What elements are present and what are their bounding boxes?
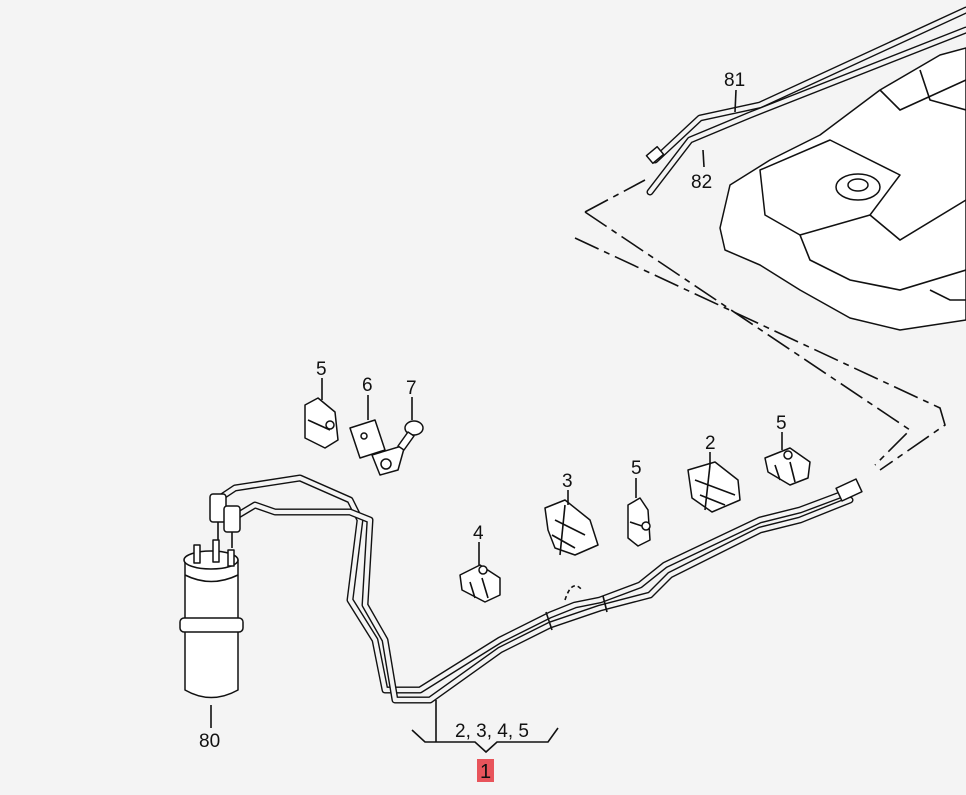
callout-4[interactable]: 4: [473, 523, 484, 544]
leader-lines: [210, 89, 783, 754]
callout-3[interactable]: 3: [562, 471, 573, 492]
clip-5-left[interactable]: [304, 397, 339, 449]
clip-5-middle[interactable]: [627, 497, 651, 547]
callout-80[interactable]: 80: [199, 731, 220, 752]
callout-group: 2, 3, 4, 5: [455, 721, 529, 742]
callout-5-middle[interactable]: 5: [631, 458, 642, 479]
clip-3[interactable]: [544, 499, 599, 556]
fuel-filter[interactable]: [179, 539, 244, 699]
callout-5-right[interactable]: 5: [776, 413, 787, 434]
callout-81[interactable]: 81: [724, 70, 745, 91]
main-fuel-line[interactable]: [216, 474, 863, 704]
callout-5-left[interactable]: 5: [316, 359, 327, 380]
callout-7[interactable]: 7: [406, 378, 417, 399]
filter-connectors[interactable]: [209, 493, 241, 548]
bracket-6[interactable]: [349, 419, 406, 476]
clip-2[interactable]: [687, 461, 741, 513]
clip-4[interactable]: [459, 564, 501, 603]
callout-6[interactable]: 6: [362, 375, 373, 396]
tank-fuel-lines[interactable]: [645, 6, 966, 196]
screw-7[interactable]: [397, 420, 424, 451]
callout-82[interactable]: 82: [691, 172, 712, 193]
callout-1-main[interactable]: 1: [480, 761, 491, 783]
callout-2[interactable]: 2: [705, 433, 716, 454]
routing-dashed-lines: [574, 179, 946, 471]
fuel-tank[interactable]: [719, 47, 966, 331]
clip-5-right[interactable]: [764, 447, 811, 486]
main-part-highlight: [477, 759, 494, 782]
